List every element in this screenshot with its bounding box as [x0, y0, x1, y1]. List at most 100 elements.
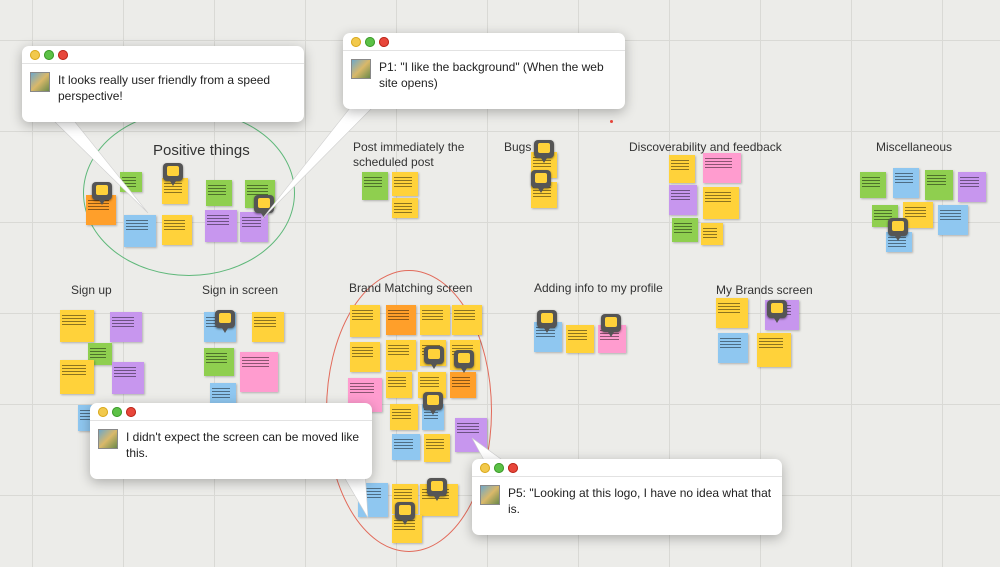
comment-pin-icon[interactable] — [215, 310, 235, 333]
comment-bubble[interactable]: It looks really user friendly from a spe… — [22, 46, 304, 122]
sticky-note[interactable] — [424, 434, 450, 462]
yellow-light-icon[interactable] — [351, 36, 361, 47]
green-light-icon[interactable] — [112, 406, 122, 417]
sticky-note[interactable] — [386, 305, 416, 335]
heading-sign-up: Sign up — [71, 283, 112, 297]
sticky-note[interactable] — [60, 310, 94, 342]
sticky-note[interactable] — [110, 312, 142, 342]
sticky-note[interactable] — [350, 305, 380, 337]
red-light-icon[interactable] — [508, 462, 518, 473]
sticky-note[interactable] — [204, 348, 234, 376]
bubble-quote: It looks really user friendly from a spe… — [58, 73, 271, 103]
comment-pin-icon[interactable] — [767, 300, 787, 323]
sticky-note[interactable] — [392, 172, 418, 196]
sticky-note[interactable] — [422, 404, 444, 430]
sticky-note[interactable] — [120, 172, 142, 192]
sticky-note[interactable] — [672, 218, 698, 242]
sticky-note[interactable] — [350, 342, 380, 372]
heading-bugs: Bugs — [504, 140, 532, 154]
green-light-icon[interactable] — [44, 49, 54, 60]
yellow-light-icon[interactable] — [98, 406, 108, 417]
red-light-icon[interactable] — [126, 406, 136, 417]
comment-pin-icon[interactable] — [254, 195, 274, 218]
sticky-note[interactable] — [252, 312, 284, 342]
sticky-note[interactable] — [669, 185, 697, 215]
green-light-icon[interactable] — [365, 36, 375, 47]
sticky-note[interactable] — [566, 325, 594, 353]
sticky-note[interactable] — [903, 202, 933, 228]
sticky-note[interactable] — [450, 372, 476, 398]
sticky-note[interactable] — [206, 180, 232, 206]
comment-pin-icon[interactable] — [427, 478, 447, 501]
sticky-note[interactable] — [925, 170, 953, 200]
sticky-note[interactable] — [112, 362, 144, 394]
comment-pin-icon[interactable] — [423, 392, 443, 415]
comment-pin-icon[interactable] — [537, 310, 557, 333]
sticky-note[interactable] — [124, 215, 156, 247]
sticky-note[interactable] — [390, 404, 418, 430]
comment-bubble[interactable]: I didn't expect the screen can be moved … — [90, 403, 372, 479]
sticky-note[interactable] — [455, 418, 487, 452]
sticky-note[interactable] — [701, 223, 723, 245]
red-light-icon[interactable] — [379, 36, 389, 47]
heading-brand-matching: Brand Matching screen — [349, 281, 473, 295]
sticky-note[interactable] — [362, 172, 388, 200]
sticky-note[interactable] — [386, 340, 416, 370]
green-light-icon[interactable] — [494, 462, 504, 473]
comment-pin-icon[interactable] — [888, 218, 908, 241]
comment-pin-icon[interactable] — [601, 314, 621, 337]
heading-miscellaneous: Miscellaneous — [876, 140, 953, 154]
sticky-note[interactable] — [60, 360, 94, 394]
heading-positive-things: Positive things — [153, 142, 250, 159]
bubble-quote: P1: "I like the background" (When the we… — [379, 60, 604, 90]
bubble-titlebar — [90, 403, 372, 421]
heading-post-immediately: Post immediately the scheduled post — [353, 140, 473, 170]
sticky-note[interactable] — [452, 305, 482, 335]
sticky-note[interactable] — [392, 434, 420, 460]
sticky-note[interactable] — [703, 187, 739, 219]
sticky-note[interactable] — [392, 198, 418, 218]
sticky-note[interactable] — [860, 172, 886, 198]
sticky-note[interactable] — [716, 298, 748, 328]
sticky-note[interactable] — [205, 210, 237, 242]
sticky-note[interactable] — [420, 305, 450, 335]
sticky-note[interactable] — [886, 232, 912, 252]
sticky-note[interactable] — [718, 333, 748, 363]
yellow-light-icon[interactable] — [480, 462, 490, 473]
comment-pin-icon[interactable] — [92, 182, 112, 205]
comment-bubble[interactable]: P5: "Looking at this logo, I have no ide… — [472, 459, 782, 535]
sticky-note[interactable] — [703, 153, 741, 183]
sticky-note[interactable] — [386, 372, 412, 398]
sticky-note[interactable] — [893, 168, 919, 198]
heading-sign-in: Sign in screen — [202, 283, 279, 297]
comment-pin-icon[interactable] — [395, 502, 415, 525]
comment-pin-icon[interactable] — [534, 140, 554, 163]
sticky-note[interactable] — [358, 483, 388, 517]
yellow-light-icon[interactable] — [30, 49, 40, 60]
sticky-note[interactable] — [757, 333, 791, 367]
sticky-note[interactable] — [88, 343, 112, 365]
bubble-quote: P5: "Looking at this logo, I have no ide… — [508, 486, 772, 516]
heading-adding-info: Adding info to my profile — [534, 281, 663, 295]
avatar — [351, 59, 371, 79]
avatar — [30, 72, 50, 92]
red-light-icon[interactable] — [58, 49, 68, 60]
comment-bubble[interactable]: P1: "I like the background" (When the we… — [343, 33, 625, 109]
sticky-note[interactable] — [210, 383, 236, 405]
avatar — [98, 429, 118, 449]
comment-pin-icon[interactable] — [163, 163, 183, 186]
comment-pin-icon[interactable] — [454, 350, 474, 373]
sticky-note[interactable] — [669, 155, 695, 183]
bubble-titlebar — [472, 459, 782, 477]
bubble-titlebar — [22, 46, 304, 64]
sticky-note[interactable] — [958, 172, 986, 202]
comment-pin-icon[interactable] — [424, 346, 444, 369]
heading-my-brands: My Brands screen — [716, 283, 813, 297]
sticky-note[interactable] — [162, 215, 192, 245]
avatar — [480, 485, 500, 505]
sticky-note[interactable] — [938, 205, 968, 235]
bubble-quote: I didn't expect the screen can be moved … — [126, 430, 360, 460]
comment-pin-icon[interactable] — [531, 170, 551, 193]
sticky-note[interactable] — [240, 352, 278, 392]
bubble-titlebar — [343, 33, 625, 51]
